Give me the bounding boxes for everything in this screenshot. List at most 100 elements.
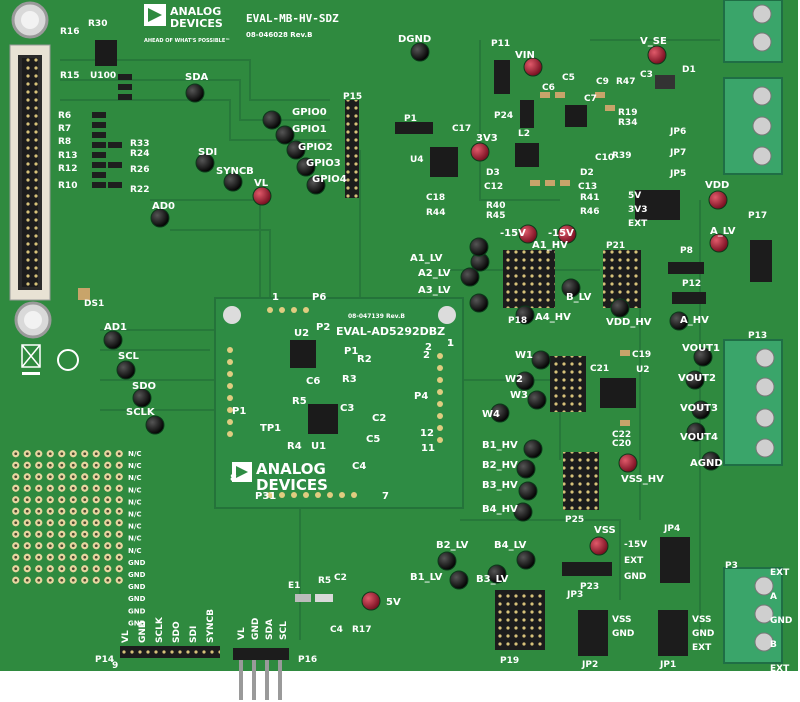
test-point[interactable]: [686, 422, 706, 442]
test-point[interactable]: [618, 453, 638, 473]
test-point[interactable]: [361, 591, 381, 611]
jumper-p1[interactable]: [395, 122, 433, 134]
analog-devices-logo: ANALOG DEVICES AHEAD OF WHAT'S POSSIBLE™: [144, 4, 230, 44]
test-point[interactable]: [252, 186, 272, 206]
test-point-label: AD1: [104, 322, 127, 333]
jumper-p12[interactable]: [672, 292, 706, 304]
test-point-label: A1_LV: [410, 253, 443, 264]
test-point[interactable]: [557, 224, 577, 244]
header-p18[interactable]: [503, 250, 555, 308]
terminal-block-p13[interactable]: [723, 339, 783, 466]
test-point[interactable]: [116, 360, 136, 380]
refdes-label: P17: [748, 211, 767, 221]
terminal-block-p2[interactable]: [723, 0, 783, 63]
jumper-p17[interactable]: [750, 240, 772, 282]
terminal-block-p4[interactable]: [723, 77, 783, 175]
jumper-jp1[interactable]: [658, 610, 688, 656]
p3-pin-label: GND: [770, 616, 792, 626]
test-point[interactable]: [610, 298, 630, 318]
refdes-label: R6: [58, 111, 71, 121]
test-point-label: -15V: [500, 228, 526, 239]
header-p19[interactable]: [495, 590, 545, 650]
test-point[interactable]: [518, 481, 538, 501]
jumper-p24[interactable]: [520, 100, 534, 128]
test-point[interactable]: [262, 110, 282, 130]
test-point[interactable]: [487, 564, 507, 584]
refdes-label: P18: [508, 316, 527, 326]
refdes-label: R33: [130, 139, 149, 149]
test-point[interactable]: [531, 350, 551, 370]
header-p16[interactable]: [233, 648, 289, 700]
brand-line1: ANALOG: [170, 5, 221, 18]
jumper-p23[interactable]: [562, 562, 612, 576]
header-w[interactable]: [550, 356, 586, 412]
header-p15[interactable]: [345, 100, 359, 198]
test-point[interactable]: [449, 570, 469, 590]
refdes-label: R8: [58, 137, 71, 147]
test-point[interactable]: [691, 400, 711, 420]
test-point[interactable]: [516, 459, 536, 479]
daughter-refdes: P1: [344, 346, 358, 357]
test-point[interactable]: [306, 175, 326, 195]
test-point[interactable]: [523, 57, 543, 77]
p4-select-label: EXT: [628, 219, 648, 229]
terminal-block-p3[interactable]: [723, 567, 783, 664]
test-point[interactable]: [296, 157, 316, 177]
p14-signal-label: GND: [138, 621, 148, 643]
test-point-group[interactable]: [103, 42, 729, 611]
test-point[interactable]: [460, 267, 480, 287]
test-point[interactable]: [693, 347, 713, 367]
test-point-label: GPIO4: [312, 174, 347, 185]
test-point[interactable]: [103, 330, 123, 350]
test-point[interactable]: [145, 415, 165, 435]
header-p21[interactable]: [603, 250, 641, 308]
test-point[interactable]: [527, 390, 547, 410]
test-point-label: VOUT3: [680, 403, 718, 414]
jp2-pin-label: GND: [612, 629, 634, 639]
jumper-jp4[interactable]: [660, 537, 690, 583]
daughter-refdes: TP1: [260, 423, 281, 434]
proto-pin-label: N/C: [128, 474, 142, 482]
test-point[interactable]: [286, 140, 306, 160]
daughter-pin-number: 2: [423, 350, 430, 361]
test-point[interactable]: [515, 371, 535, 391]
test-point[interactable]: [647, 45, 667, 65]
jumper-jp5[interactable]: [635, 190, 680, 220]
test-point[interactable]: [523, 439, 543, 459]
test-point[interactable]: [469, 237, 489, 257]
header-p14[interactable]: [120, 646, 220, 658]
test-point[interactable]: [150, 208, 170, 228]
test-point[interactable]: [589, 536, 609, 556]
test-point[interactable]: [195, 153, 215, 173]
test-point[interactable]: [470, 142, 490, 162]
test-point[interactable]: [708, 190, 728, 210]
test-point[interactable]: [437, 551, 457, 571]
jumper-p11[interactable]: [494, 60, 510, 94]
edge-connector: [9, 44, 51, 301]
test-point[interactable]: [516, 550, 536, 570]
test-point[interactable]: [513, 502, 533, 522]
test-point[interactable]: [709, 233, 729, 253]
ferrite-e1: [295, 594, 311, 602]
brand-line2: DEVICES: [170, 17, 223, 30]
test-point[interactable]: [490, 403, 510, 423]
test-point[interactable]: [469, 293, 489, 313]
refdes-label: D2: [580, 168, 594, 178]
test-point[interactable]: [185, 83, 205, 103]
test-point[interactable]: [701, 451, 721, 471]
test-point[interactable]: [685, 370, 705, 390]
test-point[interactable]: [275, 125, 295, 145]
test-point[interactable]: [223, 172, 243, 192]
jumper-jp2[interactable]: [578, 610, 608, 656]
test-point-label: A_HV: [680, 315, 709, 326]
test-point[interactable]: [561, 278, 581, 298]
test-point[interactable]: [669, 311, 689, 331]
refdes-label: R24: [130, 149, 149, 159]
jumper-p8[interactable]: [668, 262, 704, 274]
test-point[interactable]: [518, 224, 538, 244]
test-point[interactable]: [515, 305, 535, 325]
test-point[interactable]: [132, 388, 152, 408]
test-point[interactable]: [410, 42, 430, 62]
refdes-label: R46: [580, 207, 599, 217]
header-p25[interactable]: [563, 452, 599, 510]
